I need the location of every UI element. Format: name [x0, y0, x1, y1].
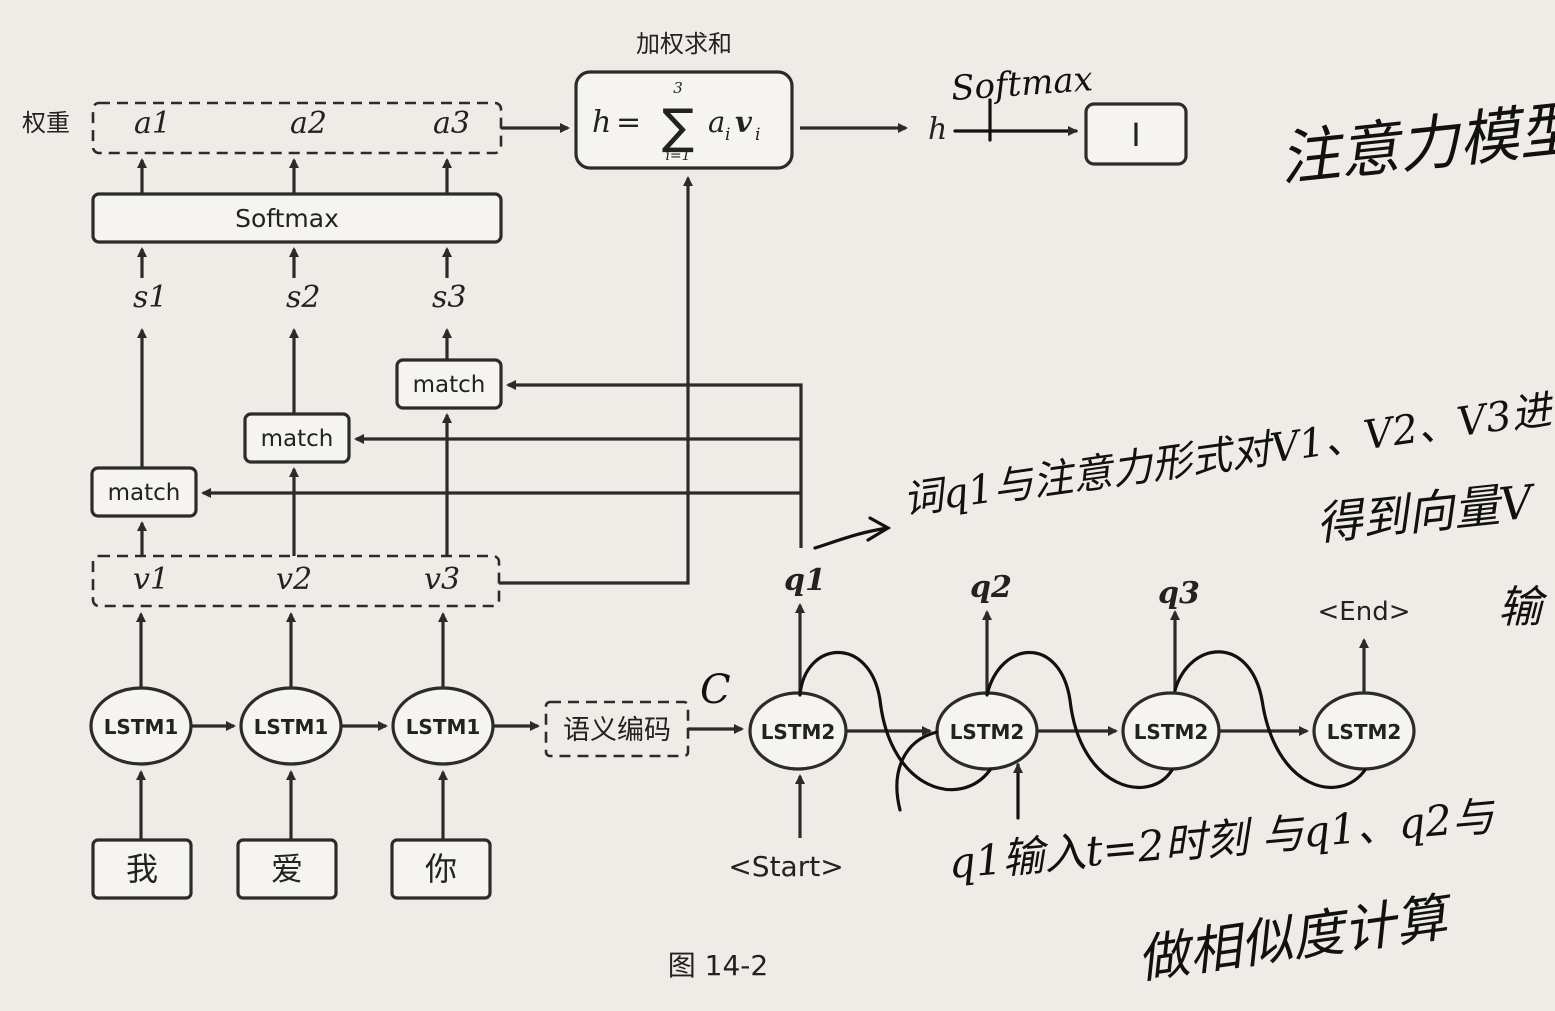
match-label-2: match: [261, 426, 334, 452]
hand-note1-line3: 输: [1498, 582, 1548, 633]
query-q1: q1: [784, 563, 826, 598]
hand-arrow-note: [813, 526, 890, 550]
score-s2: s2: [286, 280, 320, 315]
sum-lhs: h: [592, 105, 611, 140]
score-s3: s3: [432, 280, 466, 315]
sum-lower: i=1: [665, 148, 690, 164]
value-v1: v1: [133, 562, 169, 597]
weight-a1: a1: [134, 106, 171, 141]
sum-term-v: v: [735, 105, 753, 139]
hand-note2-line2: 做相似度计算: [1133, 887, 1457, 991]
hand-title: 注意力模型: [1276, 93, 1555, 195]
weight-a2: a2: [290, 106, 327, 141]
h-output: h: [928, 112, 947, 147]
hand-loop-4: [895, 730, 939, 812]
hand-arrow-note-head: [866, 516, 892, 542]
weighted-sum-box: [574, 70, 794, 170]
value-v2: v2: [276, 562, 312, 597]
match-box-3: [395, 358, 503, 410]
start-token: <Start>: [728, 850, 843, 883]
hand-softmax: Softmax: [950, 59, 1094, 109]
match-box-1: [90, 466, 198, 518]
input-word-2: 爱: [271, 850, 303, 888]
input-box-3: [390, 838, 492, 900]
match-label-1: match: [108, 480, 181, 506]
input-word-3: 你: [425, 850, 457, 888]
softmax-box: [91, 192, 503, 244]
hand-loop-3: [1173, 650, 1367, 790]
figure-caption: 图 14-2: [668, 949, 768, 982]
sum-term-a: a: [708, 105, 725, 139]
weighted-sum-title: 加权求和: [636, 30, 732, 58]
lstm2-label-4: LSTM2: [1327, 720, 1402, 744]
hand-loop-1: [798, 650, 992, 792]
sum-term-i: i: [725, 125, 730, 145]
arrow-values-to-sum: [499, 176, 693, 585]
value-v3: v3: [424, 562, 460, 597]
lstm1-label-2: LSTM1: [254, 715, 329, 739]
end-token: <End>: [1318, 597, 1411, 627]
lstm2-label-2: LSTM2: [950, 720, 1025, 744]
match-box-2: [243, 412, 351, 464]
context-c: C: [700, 667, 731, 713]
lstm2-label-3: LSTM2: [1134, 720, 1209, 744]
sum-term-vi: i: [755, 125, 760, 145]
score-s1: s1: [133, 280, 167, 315]
lstm1-label-1: LSTM1: [104, 715, 179, 739]
sigma-icon: ∑: [662, 99, 694, 155]
values-box: [91, 554, 501, 608]
sum-upper: 3: [673, 79, 683, 97]
output-label: I: [1131, 116, 1140, 154]
query-q2: q2: [970, 570, 1012, 605]
query-q3: q3: [1158, 576, 1200, 611]
output-box: [1084, 102, 1188, 166]
match-label-3: match: [413, 372, 486, 398]
arrow-q1-match3: [506, 380, 803, 548]
sum-equals: =: [616, 105, 641, 140]
input-box-2: [236, 838, 338, 900]
hand-note2-line1: q1输入t=2时刻 与q1、q2与: [947, 791, 1499, 888]
weight-a3: a3: [433, 106, 470, 141]
softmax-label: Softmax: [235, 204, 339, 233]
lstm1-label-3: LSTM1: [406, 715, 481, 739]
lstm2-label-1: LSTM2: [761, 720, 836, 744]
semantic-code-label: 语义编码: [563, 715, 671, 746]
weights-label: 权重: [22, 109, 70, 137]
input-word-1: 我: [126, 850, 158, 888]
hand-note1-line2: 得到向量V: [1314, 474, 1540, 551]
hand-loop-2: [985, 650, 1174, 790]
